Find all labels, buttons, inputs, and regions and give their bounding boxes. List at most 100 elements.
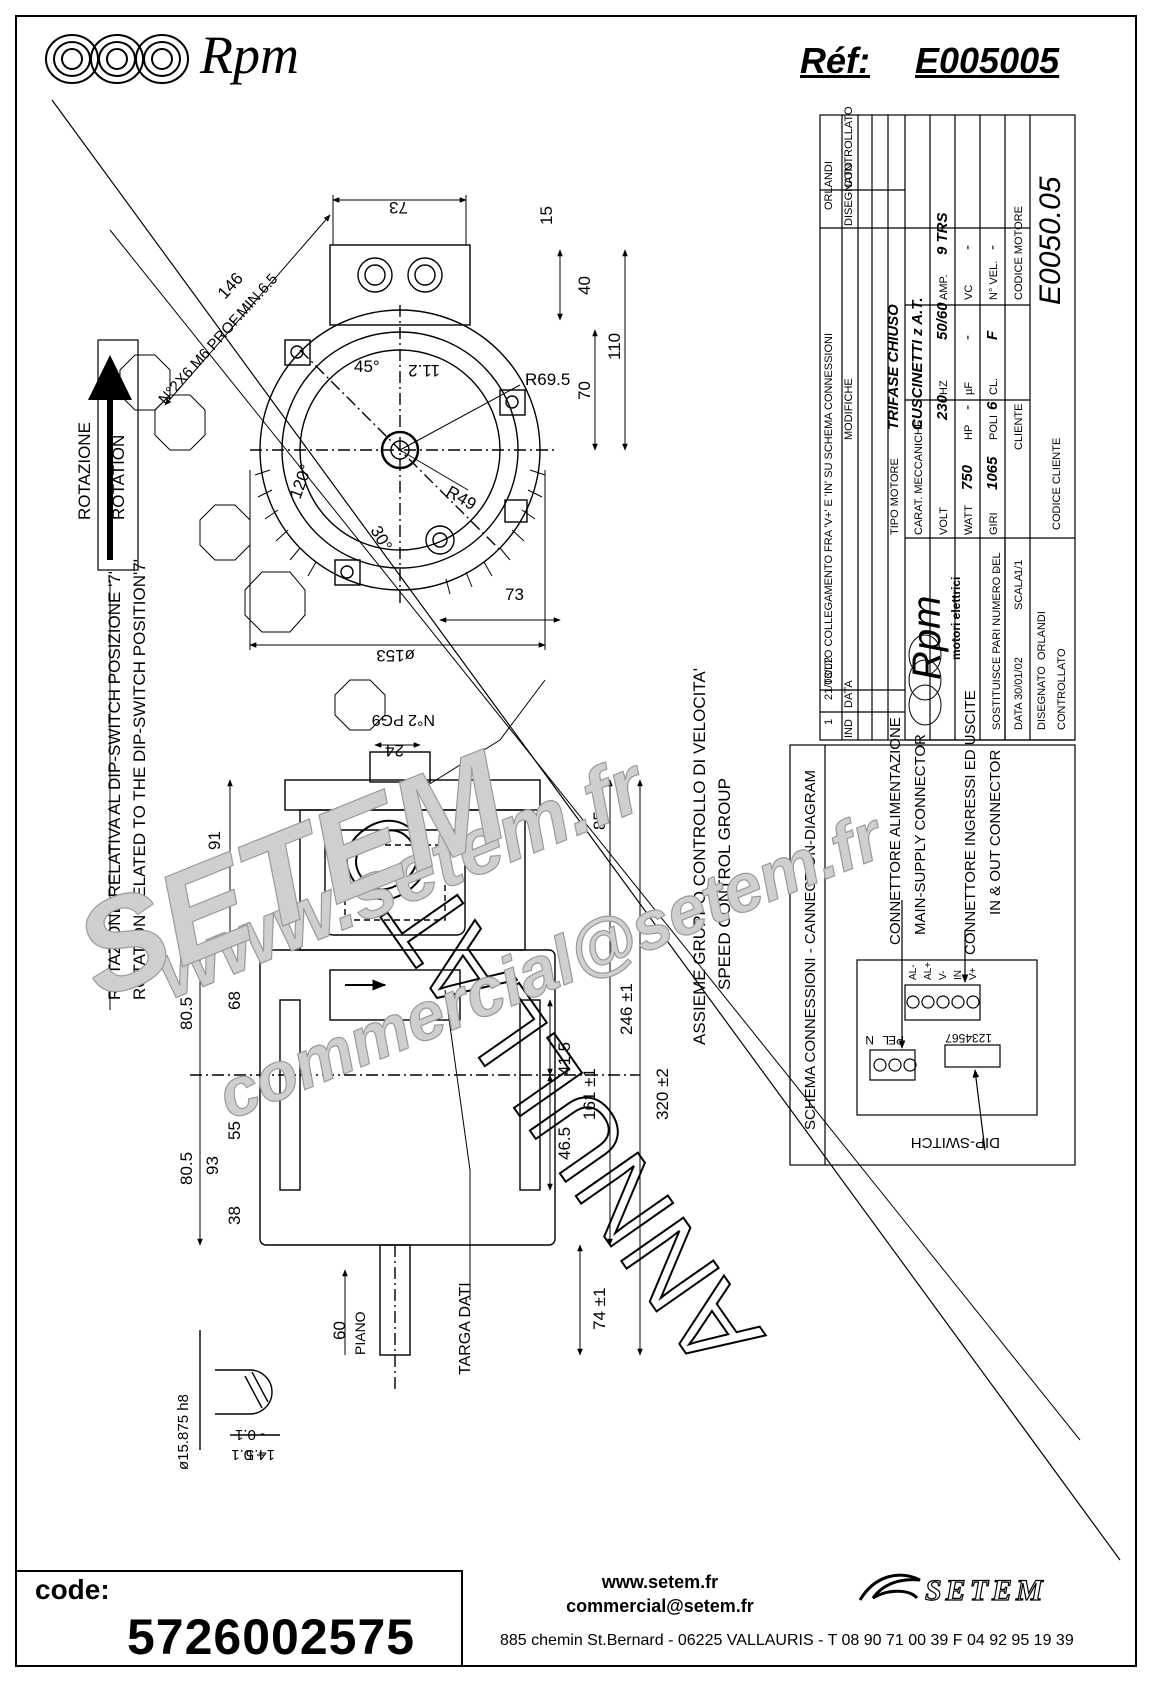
dim-side-68: 68 — [225, 991, 244, 1010]
controllato-label: CONTROLLATO — [1056, 648, 1068, 730]
data-label: DATA — [1013, 702, 1025, 730]
vc-value: - — [959, 245, 976, 250]
dip-switch-label: DIP-SWITCH — [911, 1134, 1000, 1151]
dim-front-r49: R49 — [443, 482, 480, 514]
dim-shaft-minus: - 0.1 — [235, 1426, 265, 1443]
main-supply-it: CONNETTORE ALIMENTAZIONE — [887, 717, 904, 945]
dim-front-45deg: 45° — [354, 357, 380, 376]
hdr-controllato: CONTROLLATO — [843, 106, 855, 188]
dim-shaft-14-5: 14.5 — [246, 1446, 275, 1463]
website-link[interactable]: www.setem.fr — [601, 1572, 719, 1592]
hz-label: HZ — [938, 380, 950, 395]
dim-side-93: 93 — [203, 1156, 222, 1175]
dim-front-73-right: 73 — [505, 585, 524, 604]
volt-value: 230 — [934, 394, 951, 421]
rev-designer: ORLANDI — [823, 161, 835, 210]
code-label: code: — [35, 1574, 110, 1605]
tipo-motore-label: TIPO MOTORE — [889, 458, 901, 535]
hdr-ind: IND — [843, 719, 855, 738]
hp-value: - — [959, 405, 976, 410]
dim-front-146: 146 — [214, 269, 247, 303]
dim-side-85: 85 — [590, 811, 609, 830]
code-value: 5726002575 — [127, 1609, 416, 1665]
io-terminal-3: V- — [938, 971, 949, 980]
carat-label: CARAT. MECCANICHE — [913, 420, 925, 535]
codice-cliente-label: CODICE CLIENTE — [1051, 438, 1063, 530]
sostituisce-value: - — [991, 568, 1003, 572]
sostituisce-label: SOSTITUISCE PARI NUMERO DEL — [991, 552, 1003, 730]
amp-value: 9 TRS — [934, 212, 951, 255]
dim-shaft-diameter: ø15.875 h8 — [175, 1394, 192, 1470]
connection-title: SCHEMA CONNESSIONI - CANNECTION-DIAGRAM — [802, 770, 819, 1130]
io-terminal-5: V+ — [968, 967, 979, 980]
amp-label: AMP. — [938, 275, 950, 300]
giri-label: GIRI — [988, 512, 1000, 535]
data-value: 30/01/02 — [1013, 657, 1025, 700]
dim-front-73-top: 73 — [389, 198, 408, 217]
hdr-data: DATA — [843, 680, 855, 708]
dim-front-70: 70 — [575, 381, 594, 400]
targa-label: TARGA DATI — [457, 1282, 474, 1375]
scala-value: 1/1 — [1013, 560, 1025, 575]
dim-front-r69-5: R69.5 — [525, 370, 570, 389]
front-view — [250, 244, 555, 605]
rev-ind: 1 — [823, 719, 835, 725]
address: 885 chemin St.Bernard - 06225 VALLAURIS … — [500, 1632, 1074, 1649]
main-supply-en: MAIN-SUPPLY CONNECTOR — [912, 734, 929, 935]
company-coil-icon — [908, 634, 942, 726]
company-logo-text: Rpm — [905, 596, 949, 680]
pg9-label: N°2 PG9 — [372, 711, 435, 728]
watt-value: 750 — [959, 464, 976, 490]
hp-label: HP — [963, 425, 975, 440]
dim-front-153: ø153 — [376, 646, 415, 665]
dim-side-80-5-top: 80.5 — [177, 997, 196, 1030]
supply-terminal-l: L — [882, 1033, 889, 1047]
rev-desc: TOLTO COLLEGAMENTO FRA 'V+' E 'IN' SU SC… — [823, 333, 835, 685]
ref-value: E005005 — [915, 40, 1060, 81]
dim-side-74: 74 ±1 — [590, 1288, 609, 1330]
hdr-disegnato: DISEGNATO — [843, 162, 855, 226]
front-view-dimensions: 73 15 40 110 70 146 45° 11.2 R69.5 R49 1… — [155, 198, 624, 665]
disegnato-value: ORLANDI — [1036, 611, 1048, 660]
dim-side-246: 246 ±1 — [617, 983, 636, 1035]
hdr-modifiche: MODIFICHE — [843, 378, 855, 440]
title-block-text: 1 21/03/02 TOLTO COLLEGAMENTO FRA 'V+' E… — [823, 106, 1067, 738]
uf-value: - — [959, 335, 976, 340]
dim-side-41-5: 41.5 — [555, 1042, 574, 1075]
disegnato-label: DISEGNATO — [1036, 666, 1048, 730]
rev-date: 21/03/02 — [823, 657, 835, 700]
dim-side-46-5: 46.5 — [555, 1127, 574, 1160]
volt-label: VOLT — [938, 507, 950, 535]
company-sub: motori elettrici — [949, 577, 963, 660]
cancel-line-2 — [109, 229, 1081, 1441]
dim-front-40: 40 — [575, 276, 594, 295]
side-view-dimensions: 91 85 68 80.5 55 80.5 93 38 41.5 46.5 16… — [177, 741, 672, 1340]
dim-front-110: 110 — [605, 333, 624, 360]
email-link[interactable]: commercial@setem.fr — [566, 1596, 754, 1616]
poli-label: POLI — [988, 415, 1000, 440]
io-it: CONNETTORE INGRESSI ED USCITE — [962, 690, 979, 955]
brand-logo-text: Rpm — [200, 25, 299, 85]
dim-front-11-2: 11.2 — [408, 361, 440, 380]
cliente-label: CLIENTE — [1013, 404, 1025, 450]
nvel-value: - — [984, 245, 1001, 250]
codice-motore-label: CODICE MOTORE — [1013, 206, 1025, 300]
nvel-label: N° VEL. — [988, 261, 1000, 300]
side-view — [190, 751, 640, 1390]
io-terminal-4: IN — [953, 970, 964, 980]
setem-logo-text: SETEM — [924, 1573, 1047, 1607]
dim-side-320: 320 ±2 — [653, 1068, 672, 1120]
speed-group-en: SPEED CONTROL GROUP — [715, 778, 734, 990]
io-terminal-1: AL- — [908, 964, 919, 980]
giri-value: 1065 — [984, 456, 1001, 490]
hz-value: 50/60 — [934, 302, 951, 340]
io-en: IN & OUT CONNECTOR — [987, 750, 1004, 915]
dim-side-24: 24 — [385, 741, 404, 760]
code-box: code: 5726002575 — [15, 1570, 463, 1667]
dim-side-161: 161 ±1 — [580, 1068, 599, 1120]
piano-label: PIANO — [352, 1311, 368, 1355]
poli-value: 6 — [984, 401, 1001, 410]
dip-numbers: 1234567 — [945, 1031, 992, 1045]
cl-label: CL. — [988, 378, 1000, 395]
